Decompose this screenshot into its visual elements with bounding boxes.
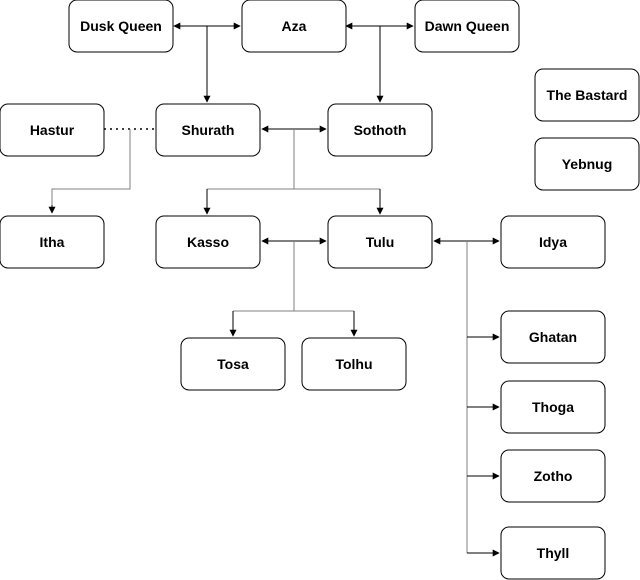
node-label: Hastur [30,122,75,138]
node-aza[interactable]: Aza [241,0,347,53]
node-idya[interactable]: Idya [500,215,606,269]
node-label: Zotho [534,468,573,484]
node-the-bastard[interactable]: The Bastard [534,68,640,122]
node-thoga[interactable]: Thoga [500,380,606,434]
node-label: Tulu [366,234,395,250]
node-label: Ghatan [529,329,577,345]
node-label: Kasso [187,234,229,250]
edges [48,22,500,557]
node-ghatan[interactable]: Ghatan [500,310,606,364]
node-label: Tosa [217,356,249,372]
edge-shurath-sothoth-stem [207,129,380,190]
node-dusk-queen[interactable]: Dusk Queen [68,0,174,53]
node-tulu[interactable]: Tulu [327,215,433,269]
node-label: Thyll [537,545,570,561]
node-tolhu[interactable]: Tolhu [301,337,407,391]
node-hastur[interactable]: Hastur [0,103,105,157]
node-label: Shurath [182,122,235,138]
node-thyll[interactable]: Thyll [500,526,606,580]
node-label: The Bastard [547,87,628,103]
node-kasso[interactable]: Kasso [155,215,261,269]
node-itha[interactable]: Itha [0,215,105,269]
node-label: Dusk Queen [80,18,162,34]
edge-kasso-tulu-stem [233,241,354,312]
node-zotho[interactable]: Zotho [500,449,606,503]
node-dawn-queen[interactable]: Dawn Queen [414,0,520,53]
node-label: Thoga [532,399,574,415]
node-label: Tolhu [335,356,372,372]
node-label: Sothoth [354,122,407,138]
node-label: Dawn Queen [425,18,510,34]
node-label: Idya [539,234,567,250]
node-tosa[interactable]: Tosa [180,337,286,391]
node-label: Yebnug [562,156,613,172]
node-yebnug[interactable]: Yebnug [534,137,640,191]
node-shurath[interactable]: Shurath [155,103,261,157]
node-sothoth[interactable]: Sothoth [327,103,433,157]
node-label: Itha [40,234,65,250]
node-label: Aza [282,18,307,34]
edge-to-itha [51,129,131,213]
